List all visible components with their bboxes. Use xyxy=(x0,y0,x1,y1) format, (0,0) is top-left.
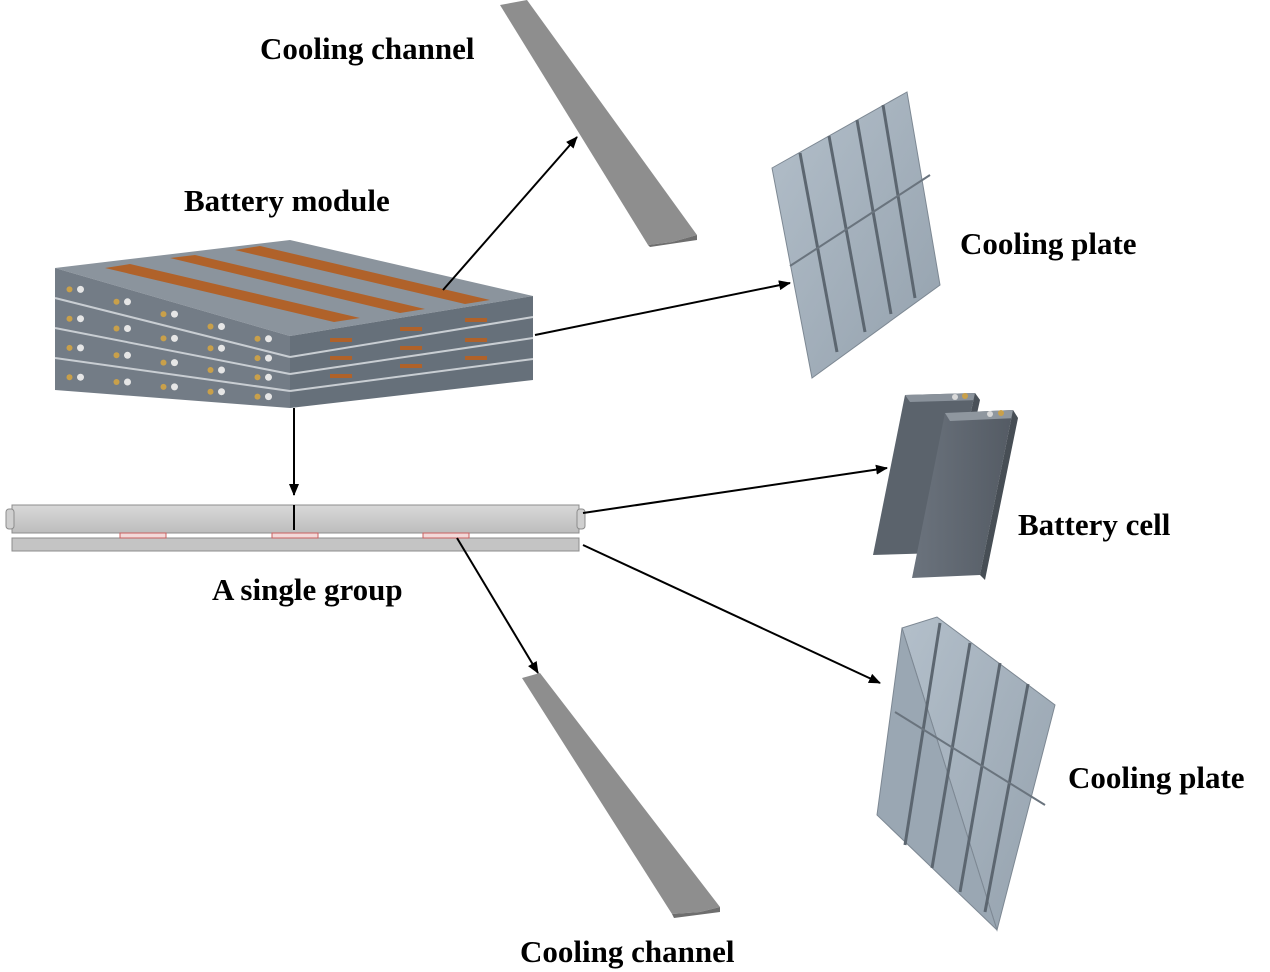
terminal-positive xyxy=(113,379,120,385)
terminal-positive xyxy=(160,383,167,390)
label-cooling-channel-top: Cooling channel xyxy=(260,31,475,66)
label-cooling-channel-bottom: Cooling channel xyxy=(520,934,735,969)
cooling-channel-top-icon xyxy=(500,0,697,247)
terminal-positive xyxy=(254,335,261,342)
terminal-negative xyxy=(171,383,178,391)
terminal-positive xyxy=(113,298,120,305)
arrow-to-cooling-channel-bottom xyxy=(456,537,539,674)
terminal-positive xyxy=(160,311,167,318)
terminal-negative xyxy=(77,315,84,323)
terminal-positive xyxy=(113,352,120,359)
battery-cell-icon xyxy=(873,393,1018,580)
terminal-positive xyxy=(160,335,167,342)
label-battery-cell: Battery cell xyxy=(1018,507,1171,542)
terminal-negative xyxy=(77,344,84,352)
terminal-negative xyxy=(265,354,272,362)
label-single-group: A single group xyxy=(212,572,403,607)
terminal-positive xyxy=(207,323,214,330)
battery-module-icon xyxy=(54,240,534,408)
terminal-negative xyxy=(218,323,225,330)
cooling-channel-bottom-icon xyxy=(522,673,720,918)
terminal-negative xyxy=(77,373,84,381)
arrow-to-cooling-plate-bottom xyxy=(582,544,881,684)
module-side-tabs xyxy=(330,318,487,378)
terminal-positive xyxy=(66,344,73,351)
terminal-positive xyxy=(254,393,261,400)
terminal-positive xyxy=(66,315,73,322)
terminal-positive xyxy=(207,388,214,395)
terminal-negative xyxy=(124,325,131,332)
terminal-positive xyxy=(66,374,73,381)
terminal-negative xyxy=(171,334,178,342)
terminal-positive xyxy=(254,355,261,362)
terminal-negative xyxy=(265,373,272,381)
terminal-positive xyxy=(160,359,167,366)
module-terminals xyxy=(66,285,272,401)
arrow-to-cooling-channel-top xyxy=(442,136,578,291)
terminal-negative xyxy=(77,285,84,293)
arrow-to-battery-cell xyxy=(582,464,888,514)
terminal-positive xyxy=(254,374,261,381)
terminal-positive xyxy=(207,367,214,373)
terminal-negative xyxy=(265,335,272,343)
terminal-negative xyxy=(265,393,272,401)
terminal-positive xyxy=(207,345,214,352)
terminal-negative xyxy=(124,378,131,386)
module-layer-lines xyxy=(54,297,534,392)
terminal-negative xyxy=(171,359,178,367)
terminal-positive xyxy=(66,286,73,293)
connector-arrows xyxy=(289,136,888,684)
terminal-positive xyxy=(113,325,120,332)
terminal-negative xyxy=(124,351,131,359)
terminal-negative xyxy=(218,366,225,374)
terminal-negative xyxy=(171,310,178,318)
cooling-plate-top-icon xyxy=(771,91,941,379)
terminal-negative xyxy=(124,298,131,306)
single-group-icon xyxy=(5,504,586,552)
cooling-plate-bottom-icon xyxy=(876,616,1056,932)
arrow-to-cooling-plate-top xyxy=(534,280,791,336)
label-cooling-plate-top: Cooling plate xyxy=(960,226,1137,261)
label-cooling-plate-bottom: Cooling plate xyxy=(1068,760,1245,795)
terminal-negative xyxy=(218,344,225,352)
busbar-strips xyxy=(105,246,490,322)
terminal-negative xyxy=(218,388,225,396)
label-battery-module: Battery module xyxy=(184,183,390,218)
